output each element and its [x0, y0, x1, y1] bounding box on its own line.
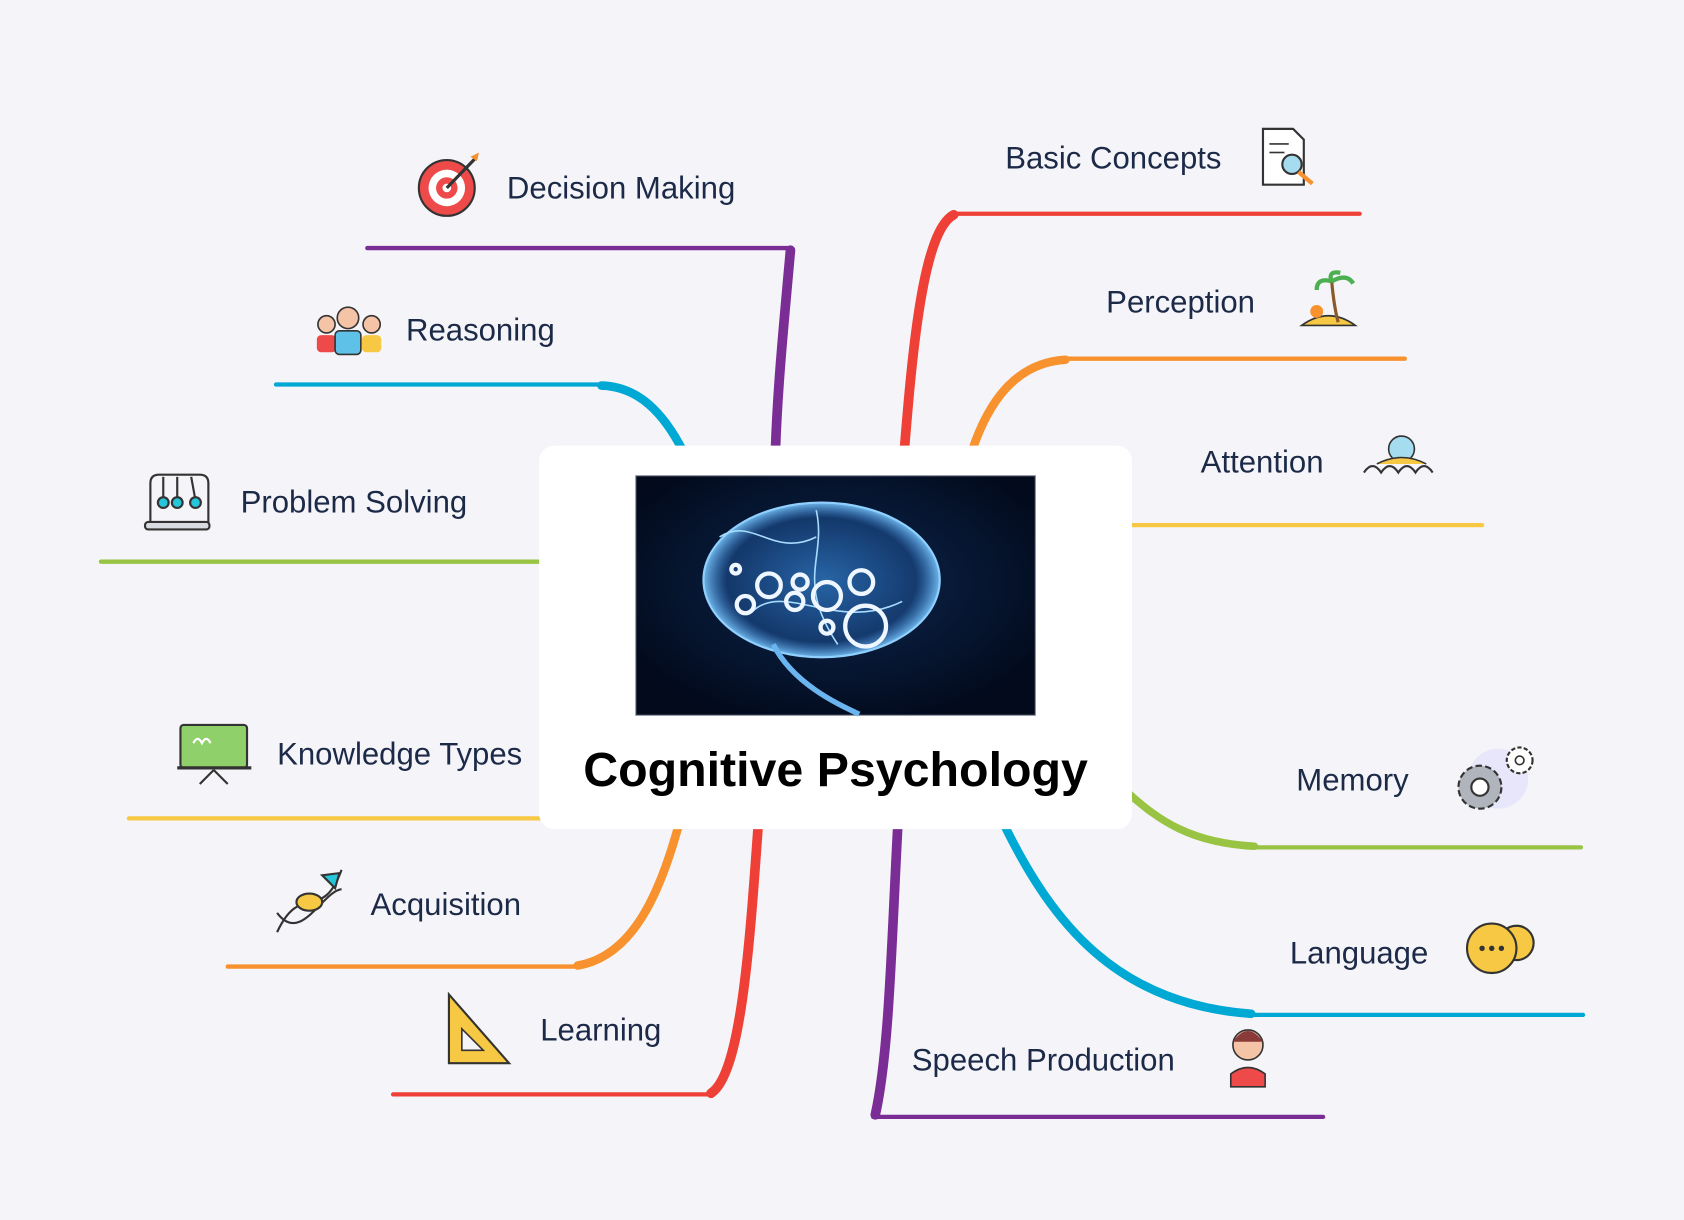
branch-label: Speech Production [912, 1043, 1175, 1078]
branch-connector-learning [706, 819, 764, 1099]
branch-label: Memory [1296, 762, 1409, 797]
branch-connector-acquisition [573, 820, 684, 970]
branch-label: Acquisition [371, 887, 522, 922]
branch-connector-speech-production [870, 819, 903, 1120]
branch-label: Perception [1106, 285, 1255, 320]
branch-label: Reasoning [406, 312, 555, 347]
speaker-person-icon [1229, 1029, 1266, 1088]
branch-acquisition[interactable]: Acquisition [276, 869, 522, 933]
branch-problem-solving[interactable]: Problem Solving [143, 473, 468, 531]
swimmer-icon [1363, 435, 1434, 475]
branch-label: Attention [1201, 445, 1324, 480]
people-icon [316, 306, 382, 356]
gears-icon [1457, 746, 1534, 810]
branch-speech-production[interactable]: Speech Production [912, 1029, 1266, 1088]
branch-reasoning[interactable]: Reasoning [316, 306, 555, 356]
branch-label: Problem Solving [241, 484, 468, 519]
branch-learning[interactable]: Learning [447, 991, 661, 1065]
branch-lines [98, 209, 1586, 1120]
target-icon [417, 152, 480, 217]
branch-connector-memory [1123, 788, 1259, 851]
branch-label: Learning [540, 1013, 661, 1048]
branch-attention[interactable]: Attention [1201, 435, 1434, 480]
branch-language[interactable]: Language [1290, 922, 1535, 975]
branch-basic-concepts[interactable]: Basic Concepts [1005, 127, 1314, 186]
branch-label: Decision Making [507, 171, 735, 206]
branch-label: Language [1290, 935, 1428, 970]
central-title: Cognitive Psychology [583, 743, 1088, 797]
branch-perception[interactable]: Perception [1106, 270, 1358, 327]
brain-image [635, 475, 1036, 717]
branch-label: Basic Concepts [1005, 141, 1221, 176]
branch-connector-basic-concepts [899, 209, 959, 456]
branch-knowledge-types[interactable]: Knowledge Types [177, 723, 522, 785]
branch-label: Knowledge Types [277, 737, 522, 772]
newtons-cradle-icon [143, 473, 211, 531]
palm-island-icon [1299, 270, 1358, 327]
central-topic[interactable]: Cognitive Psychology [539, 445, 1132, 830]
branch-memory[interactable]: Memory [1296, 746, 1534, 810]
branch-connector-decision-making [770, 245, 796, 456]
branch-connector-reasoning [597, 381, 688, 456]
dna-icon [276, 869, 343, 933]
branch-connector-language [999, 820, 1256, 1019]
document-search-icon [1261, 127, 1314, 186]
chalkboard-icon [177, 723, 252, 785]
chat-bubbles-icon [1465, 922, 1535, 975]
branch-connector-perception [967, 355, 1070, 456]
branch-decision-making[interactable]: Decision Making [417, 152, 735, 217]
set-square-icon [447, 991, 512, 1065]
